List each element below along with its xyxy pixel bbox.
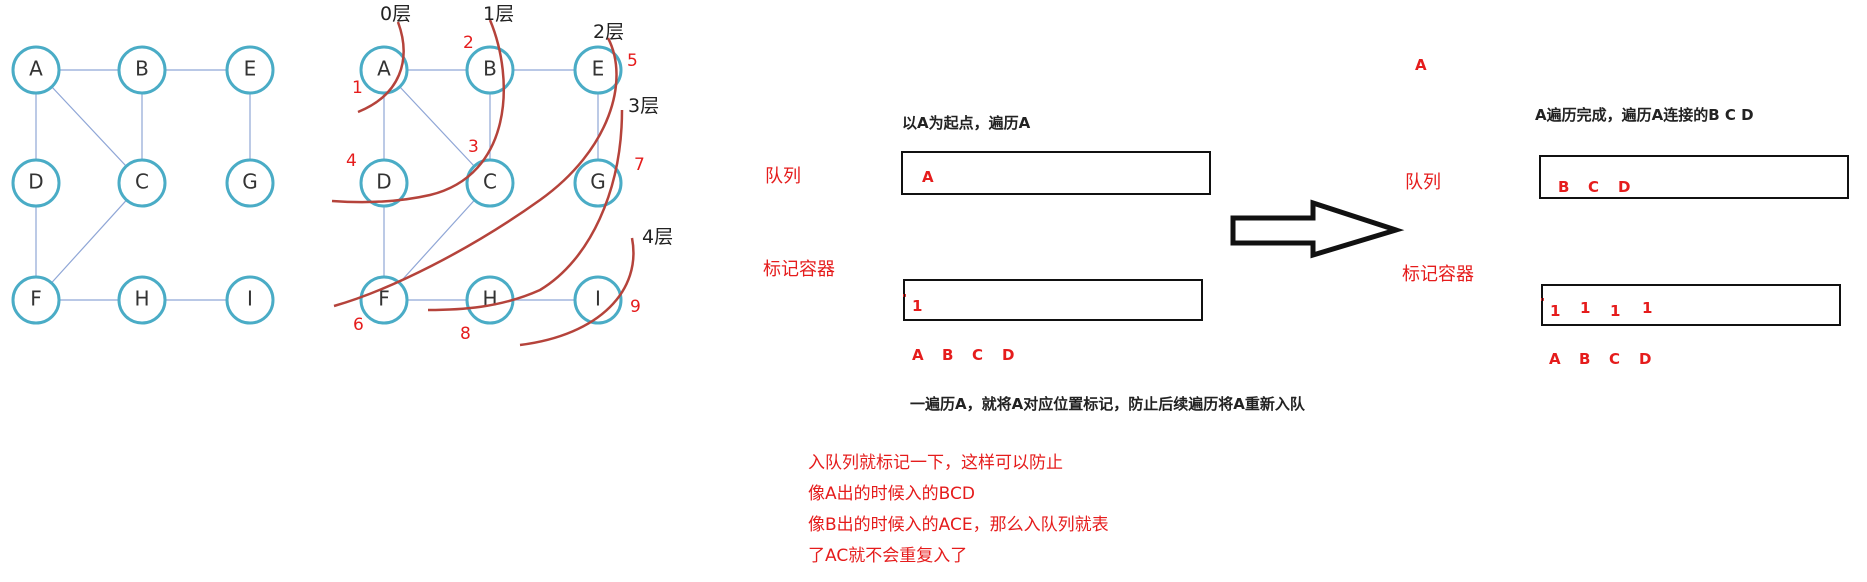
layer-2-label: 2层: [593, 21, 624, 43]
svg-text:E: E: [592, 57, 605, 81]
node-b: B: [465, 45, 515, 95]
svg-text:A: A: [377, 57, 391, 81]
order-label: 3: [468, 137, 479, 157]
mark-index-letter: B: [942, 346, 953, 364]
node-h: H: [465, 275, 515, 325]
layer-2-curve: [333, 37, 618, 308]
mark-value: 1: [912, 297, 922, 315]
svg-text:G: G: [590, 170, 606, 194]
mark-index-letter: D: [1639, 350, 1651, 368]
queue-box: [901, 151, 1211, 195]
graph-layered: A B E D C G F H I 0层 1层 2层 3层 4层 1 2 3 4…: [331, 3, 673, 347]
svg-text:D: D: [28, 170, 43, 194]
node-e: E: [573, 45, 623, 95]
mark-index-letter: A: [1549, 350, 1561, 368]
svg-text:G: G: [242, 170, 258, 194]
queue-label: 队列: [1405, 172, 1441, 193]
layer-3-label: 3层: [628, 95, 659, 117]
svg-text:D: D: [376, 170, 391, 194]
edge-c-f: [35, 182, 143, 301]
queue-box: [1539, 155, 1849, 199]
queue-label: 队列: [765, 166, 801, 187]
svg-text:A: A: [29, 57, 43, 81]
layer-1-label: 1层: [483, 3, 514, 25]
mark-value: 1: [1642, 299, 1652, 317]
layer-3-curve: [427, 109, 624, 312]
step-note: 一遍历A，就将A对应位置标记，防止后续遍历将A重新入队: [910, 395, 1306, 413]
explanation-line: 入队列就标记一下，这样可以防止: [808, 453, 1063, 473]
edge-a-c: [383, 69, 491, 184]
layer-1-curve: [331, 19, 505, 204]
mark-index-letter: C: [972, 346, 983, 364]
svg-text:F: F: [378, 287, 390, 311]
svg-text:C: C: [135, 170, 149, 194]
node-c: C: [465, 158, 515, 208]
mark-index-letter: D: [1002, 346, 1014, 364]
order-label: 4: [346, 151, 357, 171]
explanation-line: 像A出的时候入的BCD: [808, 484, 975, 504]
bfs-step-right: A A遍历完成，遍历A连接的B C D 队列 B C D 标记容器 " 1 1 …: [1402, 56, 1849, 368]
mark-prefix: ": [902, 292, 907, 305]
mark-value: 1: [1580, 299, 1590, 317]
node-e: E: [225, 45, 275, 95]
explanation-note: 入队列就标记一下，这样可以防止 像A出的时候入的BCD 像B出的时候入的ACE，…: [808, 453, 1109, 566]
node-b: B: [117, 45, 167, 95]
explanation-line: 像B出的时候入的ACE，那么入队列就表: [808, 515, 1109, 535]
graph-plain: A B E D C G F H I: [11, 45, 275, 325]
mark-value: 1: [1550, 302, 1560, 320]
mark-container-box: [1541, 284, 1841, 326]
mark-index-letter: B: [1579, 350, 1590, 368]
mark-prefix: ": [1540, 296, 1545, 309]
order-label: 2: [463, 33, 474, 53]
node-f: F: [11, 275, 61, 325]
node-c: C: [117, 158, 167, 208]
mark-container-box: [903, 279, 1203, 321]
explanation-line: 了AC就不会重复入了: [808, 546, 967, 566]
node-g: G: [573, 158, 623, 208]
svg-text:F: F: [30, 287, 42, 311]
node-i: I: [225, 275, 275, 325]
layer-4-label: 4层: [642, 226, 673, 248]
queue-item: D: [1618, 178, 1630, 196]
order-label: 7: [634, 155, 645, 175]
svg-text:I: I: [595, 287, 601, 311]
order-label: 8: [460, 324, 471, 344]
queue-item: B: [1558, 178, 1569, 196]
layer-0-curve: [357, 21, 405, 114]
node-g: G: [225, 158, 275, 208]
layer-0-label: 0层: [380, 3, 411, 25]
queue-item: C: [1588, 178, 1599, 196]
bfs-step-left: 以A为起点，遍历A 队列 A 标记容器 " 1 A B C D 一遍历A，就将A…: [763, 114, 1306, 413]
svg-text:H: H: [134, 287, 149, 311]
mark-container-label: 标记容器: [763, 259, 835, 280]
queue-item: A: [922, 168, 934, 186]
order-label: 6: [353, 315, 364, 335]
edge-a-c: [35, 69, 143, 184]
dequeued-node: A: [1415, 56, 1427, 74]
svg-text:B: B: [483, 57, 497, 81]
node-i: I: [573, 275, 623, 325]
svg-text:B: B: [135, 57, 149, 81]
order-label: 1: [352, 78, 363, 98]
node-h: H: [117, 275, 167, 325]
svg-text:C: C: [483, 170, 497, 194]
node-d: D: [11, 158, 61, 208]
svg-text:I: I: [247, 287, 253, 311]
order-label: 5: [627, 51, 638, 71]
mark-index-letter: A: [912, 346, 924, 364]
mark-index-letter: C: [1609, 350, 1620, 368]
mark-value: 1: [1610, 302, 1620, 320]
node-d: D: [359, 158, 409, 208]
order-label: 9: [630, 297, 641, 317]
step-caption: 以A为起点，遍历A: [902, 114, 1031, 132]
step-caption: A遍历完成，遍历A连接的B C D: [1535, 106, 1754, 124]
node-f: F: [359, 275, 409, 325]
node-a: A: [11, 45, 61, 95]
mark-container-label: 标记容器: [1402, 264, 1474, 285]
layer-4-curve: [519, 237, 635, 347]
svg-text:E: E: [244, 57, 257, 81]
transition-arrow-icon: [1230, 199, 1405, 259]
